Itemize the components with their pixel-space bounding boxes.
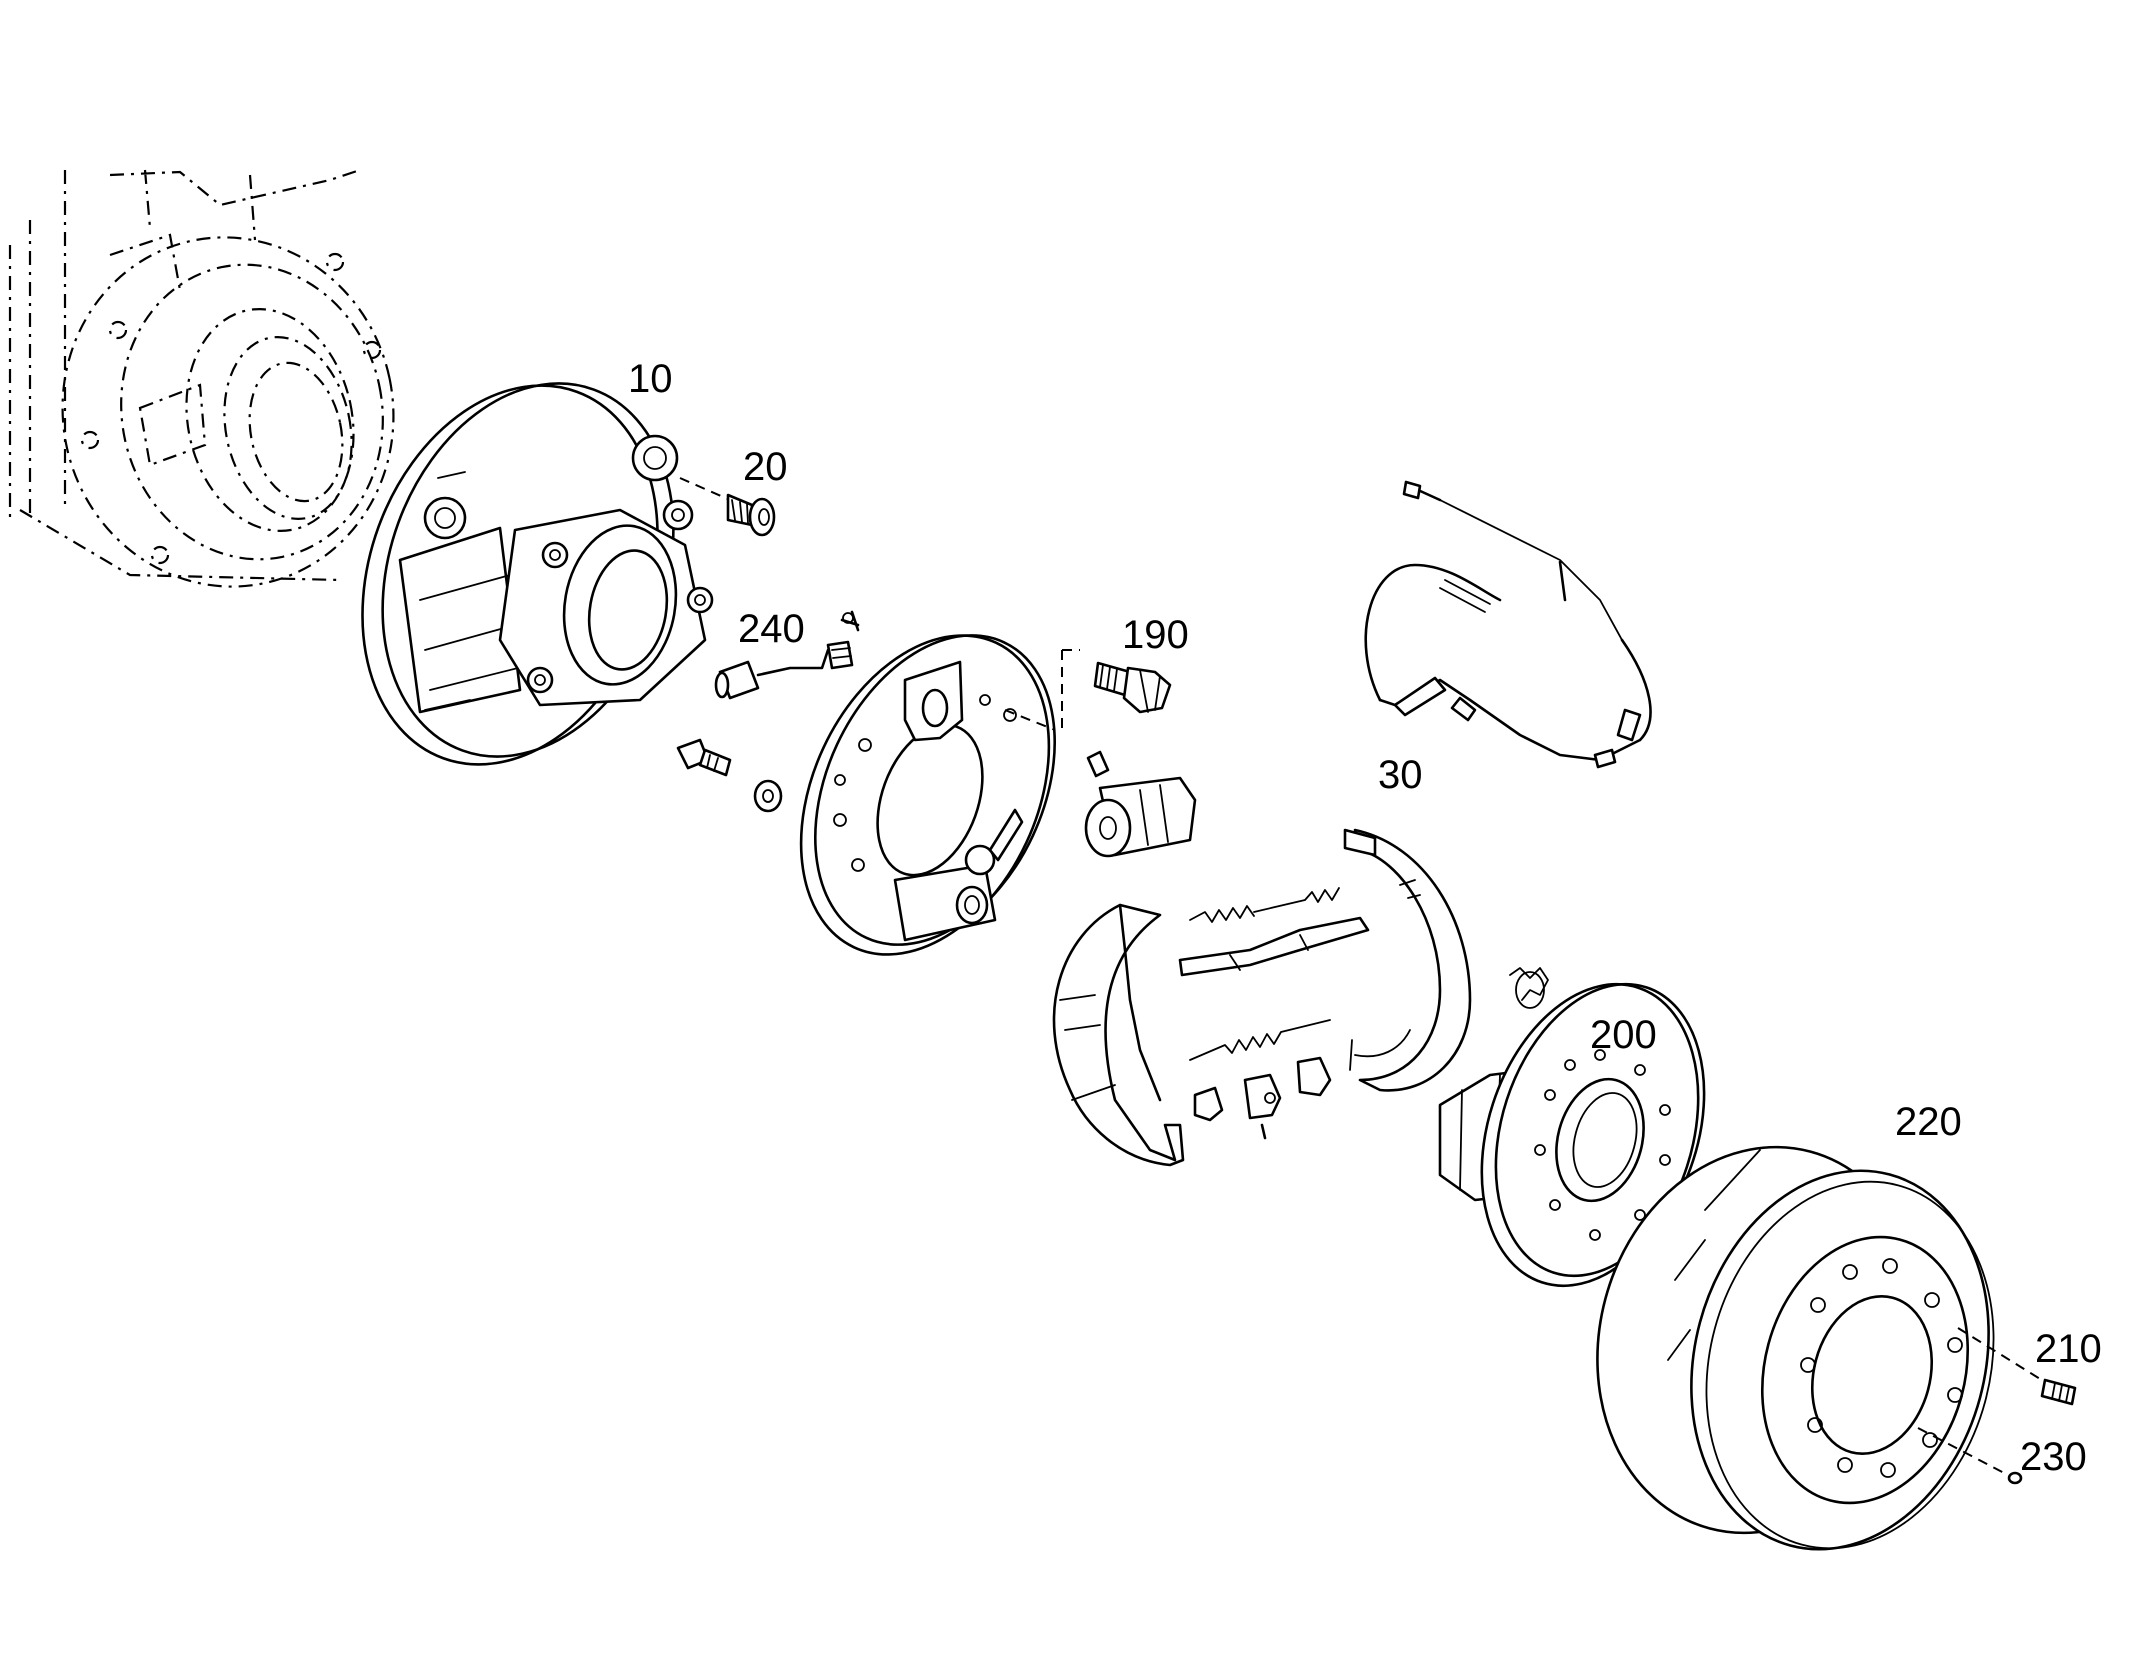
callout-200: 200 (1590, 1013, 1657, 1057)
wheel-cylinder (1084, 750, 1197, 858)
mounting-bolt-and-washer (676, 738, 783, 813)
screw-item-230 (1917, 1427, 2023, 1485)
wheel-stud-item-210 (1957, 1327, 2077, 1406)
axle-housing-phantom (8, 168, 395, 588)
brake-line-item-240 (714, 610, 860, 700)
backing-plate (799, 634, 1080, 956)
wheel-hub (1438, 982, 1706, 1288)
callout-30: 30 (1378, 753, 1423, 797)
shoe-hold-down-parts (1193, 1056, 1332, 1140)
parking-brake-cable (1364, 480, 1652, 769)
bolt-item-190 (1093, 661, 1172, 714)
callout-210: 210 (2035, 1327, 2102, 1371)
shoe-springs-and-adjuster (1178, 887, 1549, 1061)
bolt-item-20 (679, 477, 776, 537)
callout-230: 230 (2020, 1435, 2087, 1479)
brake-shoe-left (1052, 903, 1185, 1167)
callout-190: 190 (1122, 613, 1189, 657)
callout-240: 240 (738, 607, 805, 651)
brake-drum (1596, 1145, 1995, 1551)
callout-220: 220 (1895, 1100, 1962, 1144)
callout-10: 10 (628, 357, 673, 401)
callout-20: 20 (743, 445, 788, 489)
brake-anchor-bracket (361, 382, 714, 766)
brake-shoe-right (1343, 828, 1472, 1092)
callout-labels: 10 20 240 190 30 200 220 210 230 (628, 357, 2102, 1479)
